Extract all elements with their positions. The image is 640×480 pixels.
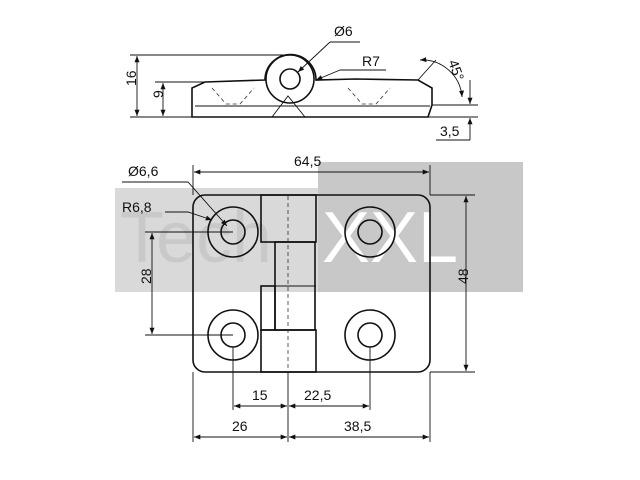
side-view-split: [271, 95, 306, 118]
leader-hole-diameter: [122, 181, 228, 227]
dim-height-total-top: 48: [455, 268, 471, 284]
dim-hole-spacing-vertical: 28: [138, 268, 154, 284]
side-view: Ø6 R7 45° 16 9 3,5: [123, 23, 478, 141]
angle-arc: [419, 57, 465, 98]
side-view-countersink-left: [211, 87, 255, 105]
watermark-text-xxl: XXL: [322, 198, 458, 278]
dim-height-leaf: 9: [150, 90, 166, 98]
side-view-outline: [191, 53, 433, 118]
dim-offset-right-hole: 22,5: [304, 387, 331, 403]
dim-hole-diameter: Ø6,6: [128, 163, 159, 179]
dim-knuckle-radius: R7: [362, 53, 380, 69]
dim-width-left: 26: [232, 418, 248, 434]
leader-knuckle-radius: [315, 69, 341, 81]
angle-ref-line: [417, 59, 437, 81]
knuckle-lower: [260, 329, 317, 373]
dim-width-right: 38,5: [344, 418, 371, 434]
leader-pin-diameter: [297, 41, 331, 73]
top-view: 64,5 Ø6,6 R6,8 28 48 15 22,5 26: [122, 153, 475, 442]
dim-width-total: 64,5: [294, 153, 321, 169]
side-view-pin: [279, 68, 301, 90]
dim-pin-diameter: Ø6: [334, 23, 353, 39]
dim-angle: 45°: [445, 57, 467, 82]
knuckle-mid-left: [260, 285, 276, 331]
watermark-box: [318, 162, 523, 292]
hole-top-right: [344, 206, 396, 258]
dim-hole-radius: R6,8: [122, 199, 152, 215]
side-view-countersink-right: [347, 87, 391, 105]
watermark: Tech XXL: [115, 162, 523, 292]
dim-height-total: 16: [123, 70, 139, 86]
dim-thickness: 3,5: [440, 123, 460, 139]
dim-offset-left-hole: 15: [252, 387, 268, 403]
leader-hole-radius: [165, 211, 213, 221]
side-view-knuckle: [265, 54, 315, 104]
